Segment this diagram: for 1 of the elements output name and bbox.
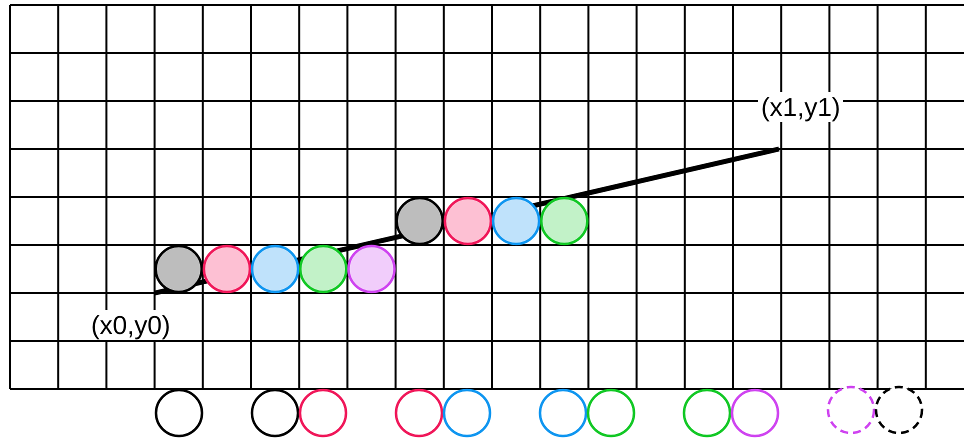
endpoint-label: (x1,y1) <box>758 92 844 122</box>
